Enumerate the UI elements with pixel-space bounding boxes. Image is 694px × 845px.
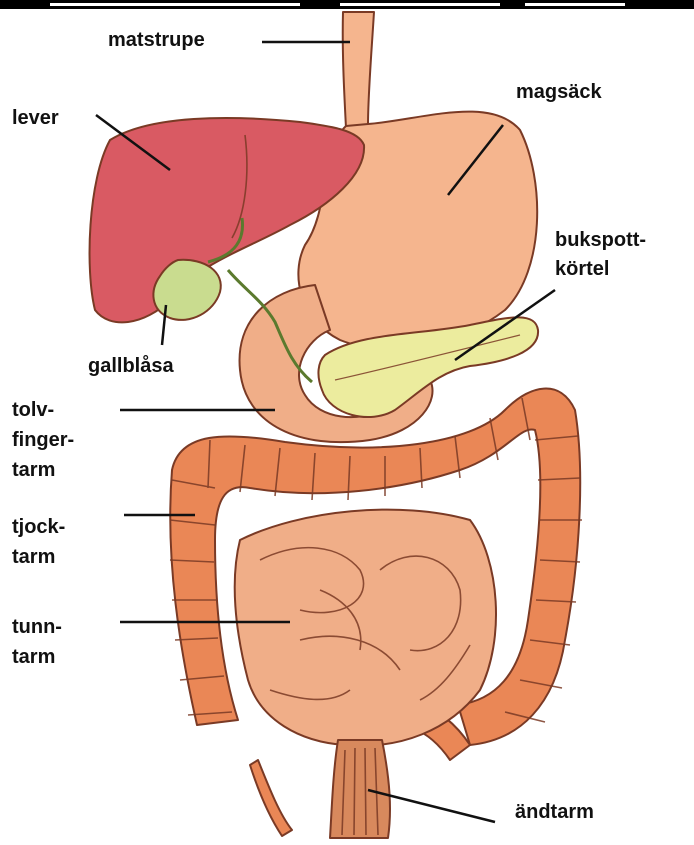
label-tunntarm-2: tarm [12, 645, 55, 670]
label-bukspottkortel-1: bukspott- [555, 228, 646, 253]
label-lever: lever [12, 106, 59, 131]
label-matstrupe: matstrupe [108, 28, 205, 53]
esophagus [343, 12, 374, 128]
label-andtarm: ändtarm [515, 800, 594, 825]
label-tunntarm-1: tunn- [12, 615, 62, 640]
label-tjocktarm-2: tarm [12, 545, 55, 570]
appendix [250, 760, 292, 836]
label-magsack: magsäck [516, 80, 602, 105]
small-intestine [235, 510, 496, 746]
label-gallblasa: gallblåsa [88, 354, 174, 379]
label-tolvfingertarm-1: tolv- [12, 398, 54, 423]
rectum [330, 740, 390, 838]
label-tjocktarm-1: tjock- [12, 515, 65, 540]
label-tolvfingertarm-3: tarm [12, 458, 55, 483]
label-tolvfingertarm-2: finger- [12, 428, 74, 453]
label-bukspottkortel-2: körtel [555, 257, 609, 282]
